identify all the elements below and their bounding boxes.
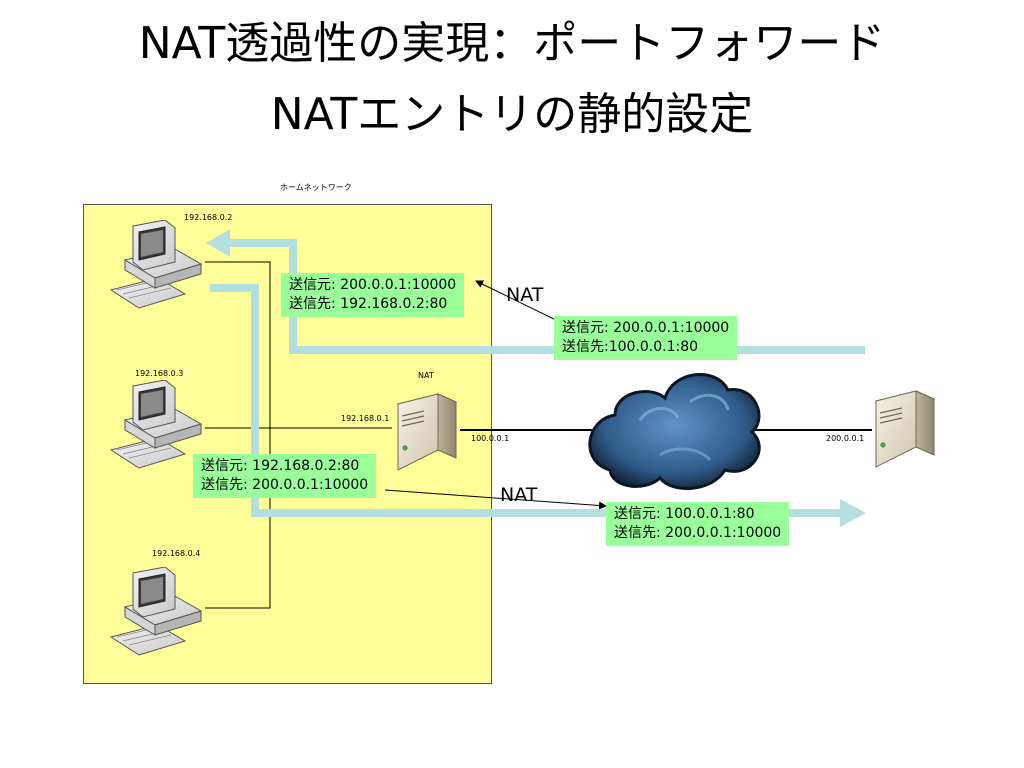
remote-server-ip: 200.0.0.1 — [826, 434, 865, 443]
lan-wires — [205, 261, 392, 609]
packet-inbound-internal: 送信元: 200.0.0.1:10000 送信先: 192.168.0.2:80 — [281, 273, 465, 317]
packet-dst: 送信先: 192.168.0.2:80 — [289, 296, 448, 312]
nat-lower-label: NAT — [500, 484, 538, 506]
nat-server-icon — [397, 393, 457, 471]
packet-src: 送信元: 200.0.0.1:10000 — [289, 277, 457, 293]
packet-dst: 送信先:100.0.0.1:80 — [562, 339, 699, 355]
packet-inbound-external: 送信元: 200.0.0.1:10000 送信先:100.0.0.1:80 — [554, 316, 738, 360]
internet-cloud-icon — [588, 373, 761, 490]
packet-src: 送信元: 200.0.0.1:10000 — [562, 320, 730, 336]
packet-dst: 送信先: 200.0.0.1:10000 — [614, 525, 782, 541]
packet-src: 送信元: 192.168.0.2:80 — [201, 458, 360, 474]
remote-server-icon — [875, 390, 935, 468]
nat-inside-ip: 192.168.0.1 — [341, 414, 390, 423]
home-network-label: ホームネットワーク — [280, 183, 352, 192]
host-pc-3-icon — [110, 567, 202, 656]
nat-upper-pointer — [475, 280, 561, 323]
nat-lower-pointer — [384, 489, 607, 510]
slide-title-line2: NATエントリの静的設定 — [270, 89, 754, 140]
host-3-ip: 192.168.0.4 — [152, 549, 201, 558]
nat-label: NAT — [418, 371, 434, 380]
host-pc-1-icon — [110, 220, 202, 309]
host-1-ip: 192.168.0.2 — [184, 213, 233, 222]
packet-src: 送信元: 100.0.0.1:80 — [614, 506, 755, 522]
packet-dst: 送信先: 200.0.0.1:10000 — [201, 477, 369, 493]
outbound-flow-arrow — [210, 284, 866, 527]
host-2-ip: 192.168.0.3 — [135, 369, 184, 378]
slide-title-line1: NAT透過性の実現：ポートフォワード — [138, 18, 886, 69]
nat-upper-label: NAT — [506, 284, 544, 306]
host-pc-2-icon — [110, 380, 202, 469]
packet-outbound-external: 送信元: 100.0.0.1:80 送信先: 200.0.0.1:10000 — [606, 502, 790, 546]
nat-outside-ip: 100.0.0.1 — [471, 434, 510, 443]
packet-outbound-internal: 送信元: 192.168.0.2:80 送信先: 200.0.0.1:10000 — [193, 454, 377, 498]
